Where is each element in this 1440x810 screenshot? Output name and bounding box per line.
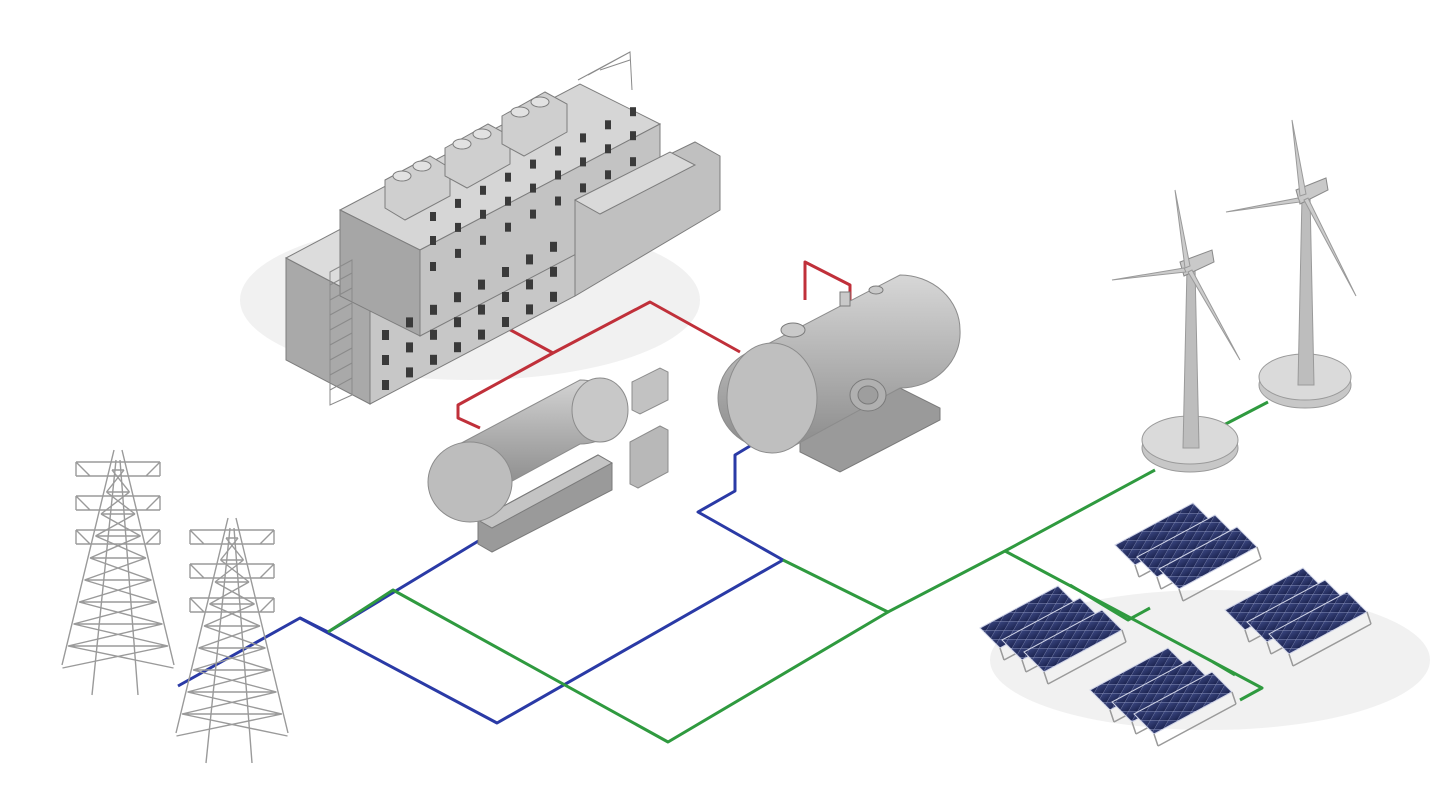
window [605, 170, 611, 180]
window [526, 254, 533, 265]
window [630, 107, 636, 117]
window [530, 209, 536, 219]
window [406, 317, 413, 328]
window [455, 248, 461, 258]
storage-tank-large [717, 274, 961, 473]
green-line [327, 400, 1269, 744]
window [480, 209, 486, 219]
solar-panel-array-2 [979, 585, 1127, 685]
window [480, 185, 486, 195]
window [630, 131, 636, 141]
solar-panel-array-3 [1224, 567, 1372, 667]
window [502, 267, 509, 277]
transmission-tower-2 [175, 517, 289, 764]
window [505, 196, 511, 206]
window [430, 212, 436, 221]
window [430, 236, 436, 245]
window [550, 241, 557, 252]
building-windows [382, 107, 636, 390]
window [580, 133, 586, 143]
window [605, 144, 611, 154]
window [605, 120, 611, 130]
window [430, 304, 437, 315]
window [454, 292, 461, 303]
window [550, 291, 557, 302]
window [555, 170, 561, 180]
window [455, 222, 461, 232]
window [502, 292, 509, 302]
window [580, 157, 586, 167]
window [478, 329, 485, 340]
solar-panel-array-1 [1114, 502, 1262, 602]
window [454, 342, 461, 353]
window [526, 304, 533, 315]
window [502, 317, 509, 327]
window [480, 235, 486, 245]
window [406, 367, 413, 378]
window [455, 198, 461, 208]
window [382, 380, 389, 390]
solar-panel-array-4 [1089, 647, 1237, 747]
window [478, 279, 485, 290]
window [430, 329, 437, 340]
window [505, 222, 511, 232]
window [382, 330, 389, 340]
window [430, 354, 437, 365]
wind-turbine-2 [1225, 119, 1357, 409]
window [382, 355, 389, 365]
transmission-tower-1 [61, 449, 175, 696]
window [555, 196, 561, 206]
storage-tank-small [427, 367, 669, 553]
window [526, 279, 533, 290]
window [630, 157, 636, 167]
window [530, 159, 536, 169]
window [406, 342, 413, 353]
window [430, 262, 436, 271]
window [555, 146, 561, 156]
window [454, 317, 461, 328]
power-plant-building [284, 51, 721, 406]
window [530, 183, 536, 193]
window [550, 266, 557, 277]
window [580, 183, 586, 193]
window [505, 172, 511, 182]
wind-turbine-1 [1111, 189, 1241, 473]
window [478, 304, 485, 315]
